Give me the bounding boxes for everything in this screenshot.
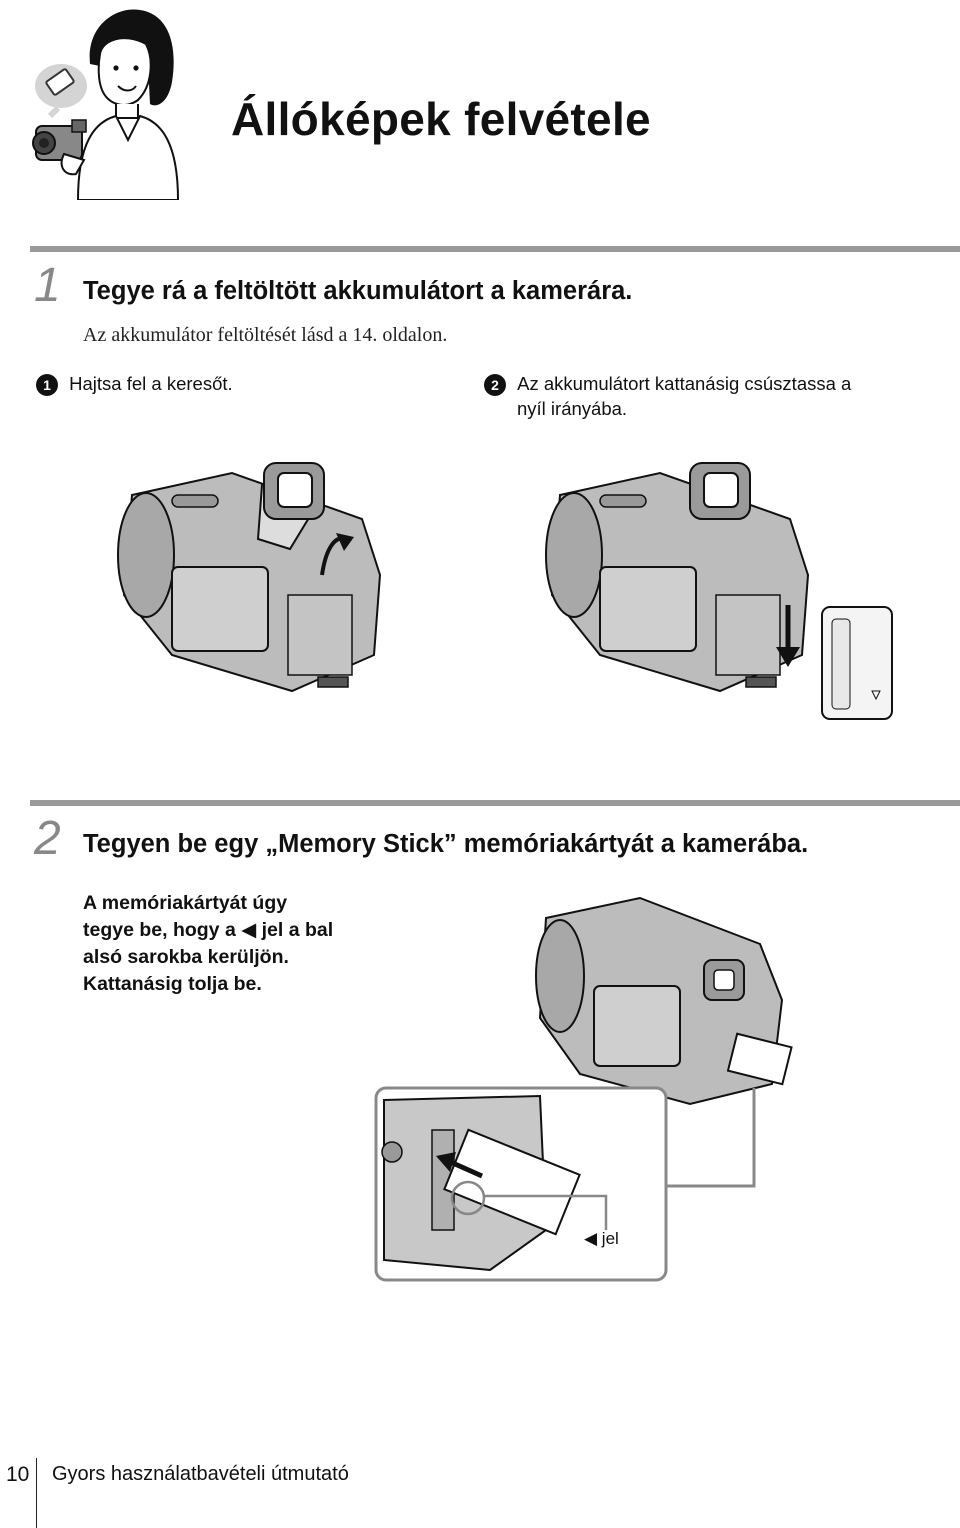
camcorder-memory-stick-illustration <box>374 896 793 1282</box>
substep-1: 1 Hajtsa fel a keresőt. <box>36 372 233 397</box>
step-body-line: tegye be, hogy a ◀ jel a bal <box>83 919 334 941</box>
substep-2: 2 Az akkumulátort kattanásig csúsztassa … <box>484 372 852 397</box>
section-divider <box>30 246 960 252</box>
step-note: Az akkumulátor feltöltését lásd a 14. ol… <box>83 324 448 346</box>
substep-text: Az akkumulátort kattanásig csúsztassa a <box>517 373 852 394</box>
camcorder-viewfinder-illustration <box>117 462 382 693</box>
section-divider <box>30 800 960 806</box>
step-heading: Tegyen be egy „Memory Stick” memóriakárt… <box>83 830 809 858</box>
step-number: 1 <box>34 259 61 312</box>
camcorder-battery-illustration <box>545 462 893 720</box>
step-number: 2 <box>34 812 61 865</box>
step-body-line: alsó sarokba kerüljön. <box>83 946 289 968</box>
footer-divider <box>36 1458 37 1528</box>
page-number: 10 <box>6 1463 30 1486</box>
substep-text-continued: nyíl irányába. <box>517 398 628 419</box>
substep-marker: 1 <box>36 374 58 397</box>
step-body-line: Kattanásig tolja be. <box>83 973 262 995</box>
step-body-line: A memóriakártyát úgy <box>83 892 288 914</box>
substep-marker: 2 <box>484 374 506 397</box>
step-body: A memóriakártyát úgy tegye be, hogy a ◀ … <box>83 890 333 998</box>
substep-text: Hajtsa fel a keresőt. <box>69 373 233 394</box>
footer-text: Gyors használatbavételi útmutató <box>52 1463 349 1485</box>
page-title: Állóképek felvétele <box>231 93 651 145</box>
step-heading: Tegye rá a feltöltött akkumulátort a kam… <box>83 277 633 305</box>
woman-with-camcorder-illustration <box>32 9 180 200</box>
callout-label: ◀ jel <box>584 1229 619 1248</box>
